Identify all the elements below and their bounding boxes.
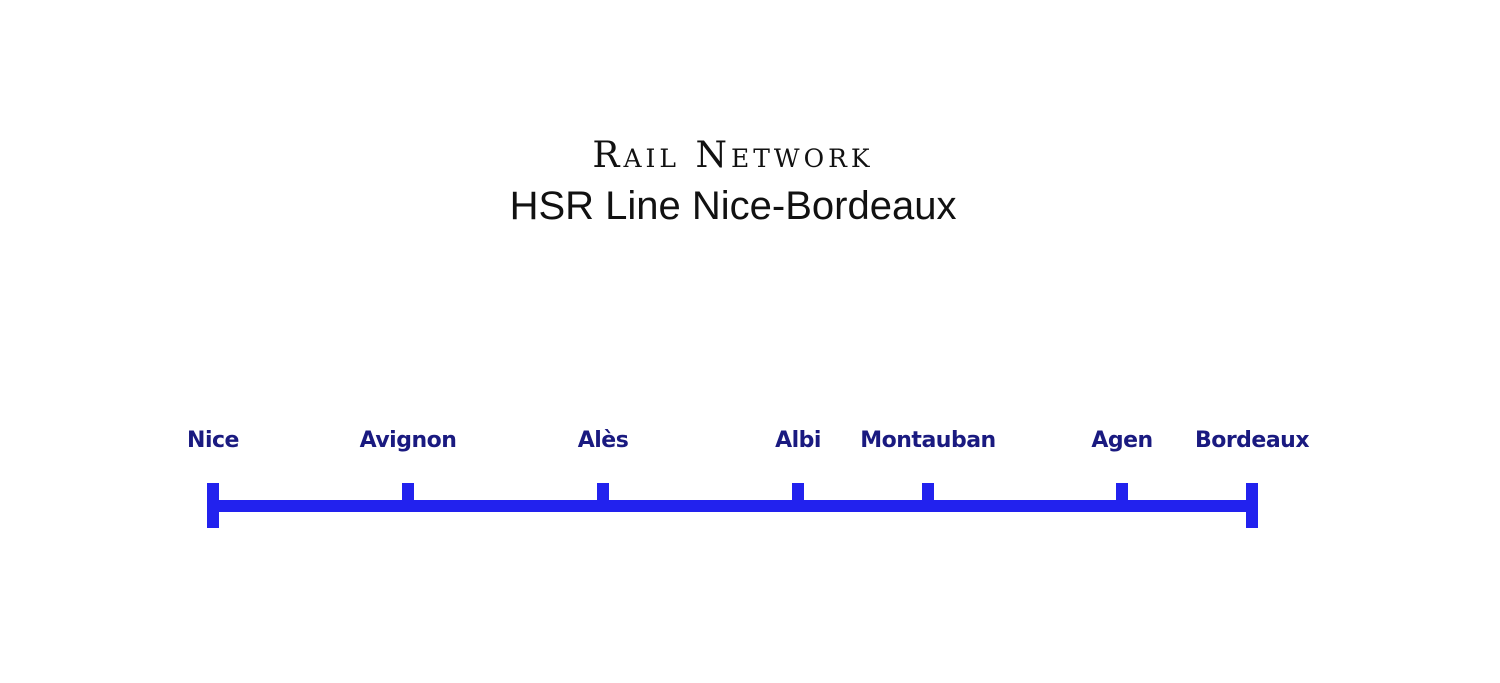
- station-label-nice: Nice: [187, 428, 239, 453]
- rail-line-track: [213, 500, 1252, 512]
- page-title: Rail Network: [592, 135, 874, 176]
- station-label-agen: Agen: [1091, 428, 1153, 453]
- station-tick-agen: [1116, 483, 1128, 503]
- page-subtitle: HSR Line Nice-Bordeaux: [509, 184, 957, 228]
- station-tick-ales: [597, 483, 609, 503]
- station-label-ales: Alès: [577, 428, 629, 453]
- terminus-marker-bordeaux: [1246, 483, 1258, 528]
- station-label-albi: Albi: [775, 428, 821, 453]
- station-tick-albi: [792, 483, 804, 503]
- station-label-bordeaux: Bordeaux: [1194, 428, 1310, 453]
- station-tick-montauban: [922, 483, 934, 503]
- station-label-avignon: Avignon: [359, 428, 457, 453]
- station-tick-avignon: [402, 483, 414, 503]
- station-label-montauban: Montauban: [860, 428, 996, 453]
- terminus-marker-nice: [207, 483, 219, 528]
